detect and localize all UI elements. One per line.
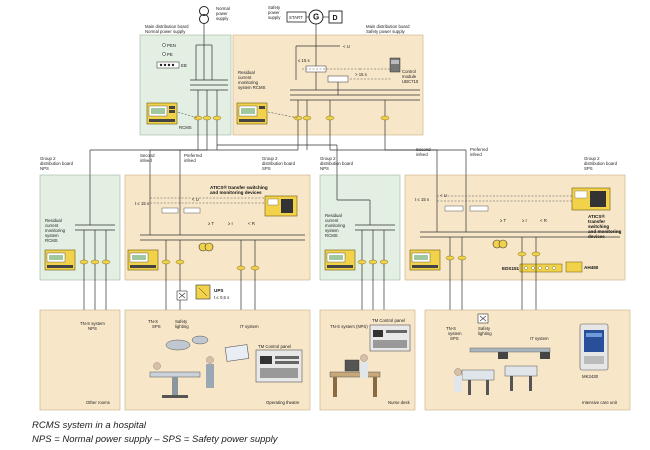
other-rooms-label: Other rooms [86,400,110,405]
group2-sps-right-label: Group 2 distribution board SPS [584,156,618,171]
it-system-left-label: IT system [240,324,259,329]
eb-label: EB [181,63,187,68]
mk2430-label: MK2430 [582,374,599,379]
caption-legend: NPS = Normal power supply – SPS = Safety… [32,434,278,445]
room-other-rooms [39,309,121,411]
tns-nps-right-label: TN-S system (NPS) [330,324,368,329]
residual-monitoring-group-right: Residual current monitoring system RCMS [325,213,346,238]
nurse-desk-icon [329,354,381,397]
second-infeed-left: Second infeed [140,153,156,163]
operating-theatre-label: Operating theatre [266,400,300,405]
icu-beds-icon [454,347,551,395]
t15-group-left: t ≤ 15 s [135,201,149,206]
tm-control-panel-nurse-label: TM Control panel [372,318,405,323]
ah-label: AH450 [584,265,599,270]
monitor-screen-icon [224,344,250,362]
diesel-box: D [328,10,343,24]
ir-right: ≥ I [522,218,527,223]
pe-label: PE [167,52,173,57]
tns-nps-label: TN-S system NPS [80,321,106,331]
t15-main-right: > 15 s [355,72,367,77]
x-box-left: EB [176,290,188,301]
pen-label: PEN [167,43,176,48]
ups-label: UPS [214,288,223,293]
start-box: START [286,11,307,23]
second-infeed-right: Second infeed [416,147,432,157]
main-board-sps-label: Main distribution board Safety power sup… [366,24,411,34]
tm-control-panel-nurse [369,324,411,352]
tns-sps-right-label: TN-S system SPS [446,326,463,341]
eds-label: EDS151 [502,266,520,271]
atics-right-label: ATICS® transfer switching and monitoring… [588,213,623,239]
it-transformer-right [492,239,508,249]
rcms-group-left-device [44,249,76,271]
t15-main-left: ≤ 15 s [298,58,310,63]
icu-label: Intensive care unit [582,400,618,405]
control-module-label: Control module UBC710 [402,69,419,84]
tm-control-panel-left [255,349,303,383]
nurse-desk-label: Nurse desk [388,400,411,405]
operating-table-icon [149,356,214,398]
rcms-group-sps-left-device [127,249,159,271]
svg-text:G: G [313,13,319,22]
it-right: ≥ T [500,218,506,223]
ups-time-label: t ≤ 0,5 s [214,295,229,300]
rcms-main-label: RCMS [179,125,192,130]
caption-title: RCMS system in a hospital [32,420,147,431]
mk2430-panel [579,323,609,371]
normal-power-transformer [199,6,209,24]
u-group-right: < U [440,193,447,198]
preferred-infeed-left: Preferred infeed [184,153,203,163]
rcms-main-device [146,102,178,125]
it-left: ≥ T [208,221,214,226]
svg-text:D: D [333,15,338,22]
generator-icon: G [308,9,324,25]
residual-monitoring-group-left: Residual current monitoring system RCMS [45,218,66,243]
ups-box [195,284,211,300]
t15-group-right: t ≤ 15 s [415,197,429,202]
group2-nps-right-label: Group 2 distribution board NPS [320,156,354,171]
pen-pe-eb-terminals [156,43,180,69]
rcms-group-right-device [324,249,356,271]
preferred-infeed-right: Preferred infeed [470,147,489,157]
rcms-group-sps-right-device [409,249,441,271]
eds151-device [519,263,563,273]
safety-lighting-right-label: Safety lighting [478,326,492,336]
it-system-right-label: IT system [530,336,549,341]
it-transformer-left [198,242,214,252]
control-module-ubc710 [389,57,401,73]
r-right: < R [540,218,547,223]
safety-power-supply-label: Safety power supply [268,5,281,20]
tns-sps-left-label: TN-S SPS [148,319,161,329]
normal-power-supply-label: Normal power supply [216,6,231,21]
operating-lamp-icon [165,335,209,351]
residual-monitoring-main-label: Residual current monitoring system RCMS [238,70,266,90]
u-group-left: < U [192,197,199,202]
main-board-nps-label: Main distribution board Normal power sup… [145,24,190,34]
svg-text:START: START [289,15,303,20]
ah450-device [565,261,583,273]
atics-right-device [571,187,611,211]
r-left: < R [248,221,255,226]
safety-lighting-left-label: Safety lighting [175,319,189,329]
atics-left-label: ATICS® transfer switching and monitoring… [210,184,269,195]
tm-control-panel-left-label: TM Control panel [258,344,291,349]
group2-nps-left-label: Group 2 distribution board NPS [40,156,74,171]
atics-left-device [264,195,298,217]
ir-left: ≥ I [228,221,233,226]
rcms-sps-main-device [236,102,268,125]
u-main-label: < U [343,44,350,49]
x-box-right [477,313,489,324]
group2-sps-left-label: Group 2 distribution board SPS [262,156,296,171]
